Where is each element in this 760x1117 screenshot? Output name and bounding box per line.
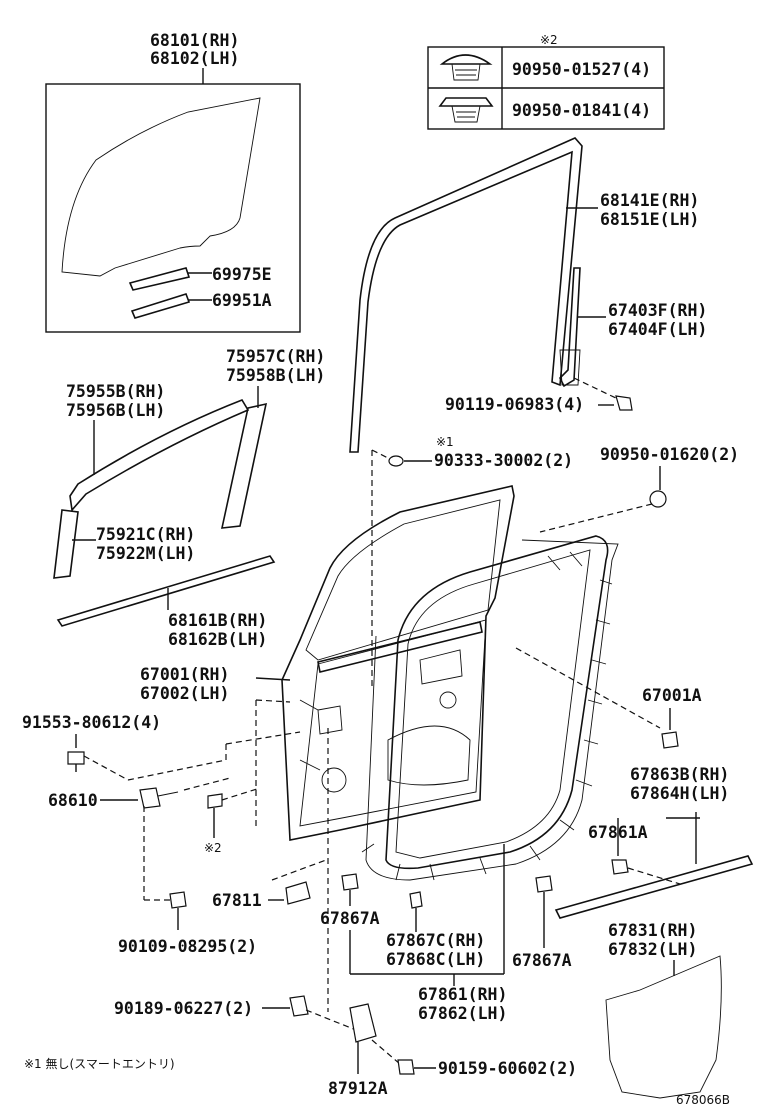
plug-67001a-icon [661, 731, 679, 749]
cover-icon [285, 881, 311, 905]
callout-tape-rh: 75921C(RH) [96, 525, 195, 544]
clip-67867c-icon [409, 891, 423, 909]
clip-67867a-left-icon [341, 873, 359, 891]
bolt-60602-icon [397, 1059, 415, 1075]
callout-bolt-06983: 90119-06983(4) [445, 395, 584, 414]
callout-bolt-08295: 90109-08295(2) [118, 937, 257, 956]
callout-chan-rh: 67403F(RH) [608, 301, 707, 320]
callout-plug-01620: 90950-01620(2) [600, 445, 739, 464]
molding-75957c [220, 402, 268, 529]
door-glass [61, 97, 261, 277]
belt-molding-68161b: 68161B(RH) 68162B(LH) [56, 555, 276, 649]
plug-01620-icon [649, 490, 667, 508]
callout-frame-lh: 68151E(LH) [600, 210, 699, 229]
callout-mold-c-rh: 75957C(RH) [226, 347, 325, 366]
division-channel-67403f: 67403F(RH) 67404F(LH) 90119-06983(4) [445, 267, 707, 414]
callout-bracket: 87912A [328, 1079, 388, 1098]
callout-panel-lh: 67002(LH) [140, 684, 229, 703]
mark-2: ※2 [204, 841, 222, 855]
cover-67811: 67811 [212, 881, 311, 910]
callout-run-69975e: 69975E [212, 265, 272, 284]
mark-1: ※1 [436, 435, 454, 449]
bolt-08295-icon [169, 891, 187, 909]
callout-screw-80612: 91553-80612(4) [22, 713, 161, 732]
plug-icon [388, 455, 404, 467]
plug-01620: 90950-01620(2) [539, 445, 739, 533]
clip-67867c: 67867C(RH) 67868C(LH) [386, 891, 485, 969]
callout-run-69951a: 69951A [212, 291, 272, 310]
callout-cover-67811: 67811 [212, 891, 262, 910]
glass-run-69975e [128, 267, 191, 291]
door-panel-67001: 67001(RH) 67002(LH) [140, 485, 515, 841]
callout-panel-rh: 67001(RH) [140, 665, 229, 684]
callout-clip-06227: 90189-06227(2) [114, 999, 253, 1018]
window-frame-68141e: 68141E(RH) 68151E(LH) [349, 137, 699, 453]
callout-chan-lh: 67404F(LH) [608, 320, 707, 339]
callout-seal-rh: 67831(RH) [608, 921, 697, 940]
callout-mold-b-lh: 75958B(LH) [226, 366, 325, 385]
callout-bolt-60602: 90159-60602(2) [438, 1059, 577, 1078]
clip-part-1: 90950-01527(4) [512, 60, 651, 79]
callout-mold-955: 75955B(RH) [66, 382, 165, 401]
clip-table-header: ※2 [540, 33, 558, 47]
door-glass-group: 68101(RH) 68102(LH) 69975E 69951A [45, 31, 301, 333]
clip-67867a-right: 67867A [512, 875, 572, 970]
callout-clip-67867a-left: 67867A [320, 909, 380, 928]
seal-67831: 67831(RH) 67832(LH) [605, 921, 722, 1099]
clip-icon [439, 54, 493, 81]
bolt-icon [615, 395, 633, 411]
clip-part-2: 90950-01841(4) [512, 101, 651, 120]
callout-seal-lh: 67832(LH) [608, 940, 697, 959]
callout-frame-rh: 68141E(RH) [600, 191, 699, 210]
diagram-code: 678066B [676, 1093, 730, 1107]
callout-hinge: 68610 [48, 791, 98, 810]
clip-table: ※2 90950-01527(4) 90950-01841(4) [427, 33, 665, 130]
hinge-68610: 68610 [48, 777, 231, 901]
clip-06227: 90189-06227(2) [114, 995, 357, 1031]
clip-flat-icon [438, 97, 494, 123]
footnote: ※1 無し(スマートエントリ) [24, 1056, 175, 1071]
callout-ws-lh: 67862(LH) [418, 1004, 507, 1023]
callout-plug-67001a: 67001A [642, 686, 702, 705]
clip-67867a-left: 67867A [320, 873, 380, 928]
hinge-icon [139, 787, 161, 809]
callout-hole-30002: 90333-30002(2) [434, 451, 573, 470]
glass-run-69951a [130, 293, 191, 319]
callout-glass-lh: 68102(LH) [150, 49, 239, 68]
weatherstrip-67861 [361, 535, 619, 881]
callout-glass-rh: 68101(RH) [150, 31, 239, 50]
ws-bracket-lines: 67861(RH) 67862(LH) [349, 844, 507, 1023]
callout-belt-lh: 68162B(LH) [168, 630, 267, 649]
callout-mold-956: 75956B(LH) [66, 401, 165, 420]
bracket-87912a: 87912A 90159-60602(2) [328, 1003, 577, 1098]
clip-small-icon [207, 793, 223, 809]
clip-mark-2: ※2 [204, 787, 261, 855]
clip-67867a-right-icon [535, 875, 553, 893]
bolt-08295: 90109-08295(2) [118, 891, 257, 956]
callout-sub-rh: 67863B(RH) [630, 765, 729, 784]
clip-06227-icon [289, 995, 309, 1017]
callout-clip-67867a-right: 67867A [512, 951, 572, 970]
clip-67861a-icon [611, 859, 629, 875]
bracket-icon [349, 1003, 377, 1043]
callout-ws-c-rh: 67867C(RH) [386, 931, 485, 950]
molding-75955b [69, 399, 250, 512]
callout-sub-lh: 67864H(LH) [630, 784, 729, 803]
leader-dashes [255, 647, 661, 1012]
callout-ws-c-lh: 67868C(LH) [386, 950, 485, 969]
plug-67001a: 67001A [642, 686, 702, 749]
molding-75921c [53, 509, 79, 579]
molding-group: 75957C(RH) 75958B(LH) 75955B(RH) 75956B(… [53, 347, 325, 579]
sub-weatherstrip-67863b: 67863B(RH) 67864H(LH) 67861A [554, 765, 754, 919]
screw-icon [67, 751, 85, 765]
callout-belt-rh: 68161B(RH) [168, 611, 267, 630]
callout-ws-rh: 67861(RH) [418, 985, 507, 1004]
screw-80612: 91553-80612(4) [22, 713, 301, 781]
callout-tape-lh: 75922M(LH) [96, 544, 195, 563]
